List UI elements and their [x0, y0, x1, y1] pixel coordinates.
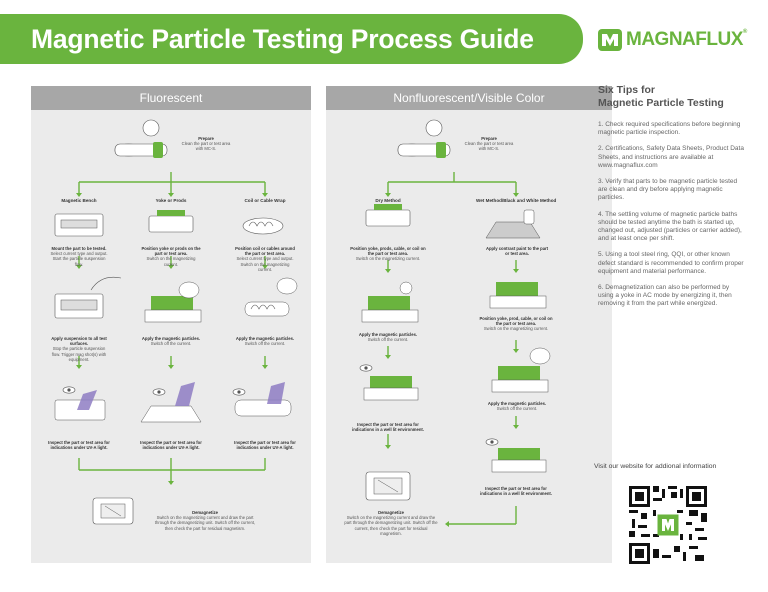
coil-particles-icon: [244, 277, 298, 317]
suspension-bench-icon: [54, 276, 122, 319]
fluorescent-panel: Fluorescent: [31, 86, 311, 563]
fluor-col2-step3: Inspect the part or test area for indica…: [140, 440, 202, 451]
logo-text: MAGNAFLUX®: [626, 29, 747, 50]
non-col2-head: Wet Method/Black and White Method: [476, 198, 557, 203]
magnaflux-logo-icon: [598, 29, 622, 51]
demagnetizer-icon: [365, 471, 411, 501]
tip-item: 3. Verify that parts to be magnetic part…: [598, 178, 738, 202]
fluor-col2-head: Yoke or Prods: [155, 198, 187, 203]
tips-section: Six Tips for Magnetic Particle Testing 1…: [598, 84, 746, 317]
eye-icon: [62, 386, 246, 396]
tip-item: 5. Using a tool steel ring, QQI, or othe…: [598, 251, 744, 275]
fluor-col3-head: Coil or Cable Wrap: [244, 198, 286, 203]
qr-code-icon[interactable]: [629, 486, 707, 564]
contrast-paint-icon: [485, 209, 541, 239]
magnaflux-logo[interactable]: MAGNAFLUX®: [598, 28, 747, 52]
non-col1-head: Dry Method: [375, 198, 401, 203]
page-title: Magnetic Particle Testing Process Guide: [31, 24, 534, 54]
yoke-icon: [365, 204, 411, 227]
fluorescent-flow-diagram: [54, 119, 298, 525]
tips-title: Six Tips for Magnetic Particle Testing: [598, 84, 724, 109]
yoke-particles-icon: [144, 281, 202, 323]
inspect-icon: [485, 438, 547, 473]
tip-item: 2. Certifications, Safety Data Sheets, P…: [598, 145, 744, 169]
nonfluorescent-header: Nonfluorescent/Visible Color: [326, 86, 612, 110]
demagnetizer-icon: [92, 497, 134, 525]
uv-lamp-icon: [54, 382, 292, 423]
fluor-col2-step1: Position yoke or prods on the part or te…: [141, 246, 201, 267]
visit-website-text: Visit our website for addional informati…: [594, 463, 717, 470]
tip-item: 6. Demagnetization can also be performed…: [598, 284, 732, 308]
yoke-particles-icon: [491, 347, 551, 393]
bench-icon: [54, 213, 104, 237]
title-banner: Magnetic Particle Testing Process Guide: [0, 14, 583, 64]
fluor-col3-step2: Apply the magnetic particles.Switch off …: [235, 336, 295, 347]
non-col2-step1: Apply contrast paint to the part or test…: [485, 246, 549, 257]
non-col2-step2: Position yoke, prod, cable, or coil on t…: [479, 316, 553, 332]
fluorescent-header: Fluorescent: [31, 86, 311, 110]
non-col1-step2: Apply the magnetic particles.Switch off …: [358, 332, 418, 343]
fluor-col1-head: Magnetic Bench: [61, 198, 97, 203]
spray-can-icon: [397, 119, 451, 158]
tip-item: 1. Check required specifications before …: [598, 121, 741, 137]
fluor-col1-step2: Apply suspension to all test surfaces.St…: [51, 336, 107, 362]
fluor-col3-step1: Position coil or cables around the part …: [235, 246, 295, 272]
non-col2-step3: Apply the magnetic particles.Switch off …: [487, 401, 547, 412]
coil-icon: [242, 217, 284, 235]
spray-can-icon: [114, 119, 168, 158]
nonfluorescent-panel: Nonfluorescent/Visible Color: [326, 86, 612, 563]
yoke-particles-icon: [361, 281, 419, 323]
fluor-col3-step3: Inspect the part or test area for indica…: [234, 440, 296, 451]
tip-item: 4. The settling volume of magnetic parti…: [598, 210, 742, 243]
nonfluorescent-flow-diagram: [359, 119, 551, 527]
non-col2-step4: Inspect the part or test area for indica…: [480, 486, 552, 497]
non-col1-step3: Inspect the part or test area for indica…: [352, 422, 424, 433]
non-col1-step1: Position yoke, prods, cable, or coil on …: [350, 246, 426, 262]
fluor-col1-step3: Inspect the part or test area for indica…: [48, 440, 110, 451]
fluor-col2-step2: Apply the magnetic particles.Switch off …: [141, 336, 201, 347]
yoke-icon: [148, 210, 194, 233]
fluor-col1-step1: Mount the part to be tested.Select curre…: [50, 246, 108, 267]
yoke-icon: [489, 282, 547, 309]
tips-list: 1. Check required specifications before …: [598, 121, 746, 309]
inspect-icon: [359, 364, 419, 401]
